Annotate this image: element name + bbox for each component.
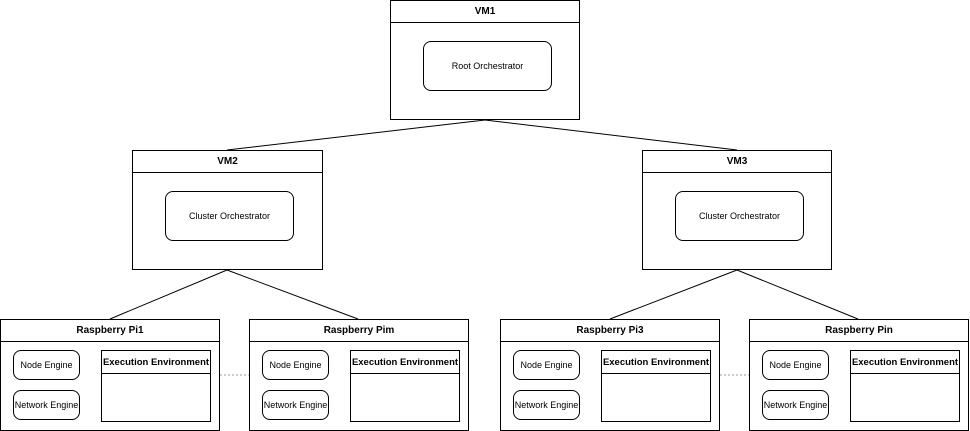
device-raspberry-pin: Raspberry Pin Node Engine Network Engine… (749, 319, 969, 431)
vm2-title: VM2 (133, 151, 322, 173)
edge-vm1-vm3 (484, 119, 738, 151)
vm3-container: VM3 Cluster Orchestrator (642, 150, 832, 270)
node-engine: Node Engine (762, 350, 829, 380)
node-engine: Node Engine (262, 350, 329, 380)
edge-vm3-pin (736, 269, 859, 320)
execution-environment: Execution Environment (850, 350, 960, 422)
vm1-title: VM1 (391, 1, 579, 23)
execution-environment: Execution Environment (101, 350, 211, 422)
vm2-container: VM2 Cluster Orchestrator (132, 150, 323, 270)
node-engine: Node Engine (13, 350, 80, 380)
device-title: Raspberry Pin (750, 320, 968, 342)
execution-environment-title: Execution Environment (602, 351, 710, 374)
device-raspberry-pi1: Raspberry Pi1 Node Engine Network Engine… (0, 319, 220, 431)
network-engine: Network Engine (13, 390, 80, 420)
execution-environment-title: Execution Environment (851, 351, 959, 374)
device-raspberry-pim: Raspberry Pim Node Engine Network Engine… (249, 319, 469, 431)
execution-environment: Execution Environment (350, 350, 460, 422)
edge-vm1-vm2 (226, 119, 486, 151)
execution-environment: Execution Environment (601, 350, 711, 422)
device-title: Raspberry Pim (250, 320, 468, 342)
network-engine: Network Engine (513, 390, 580, 420)
edge-vm2-pi1 (109, 269, 228, 320)
device-title: Raspberry Pi1 (1, 320, 219, 342)
root-orchestrator: Root Orchestrator (423, 41, 552, 91)
vm3-title: VM3 (643, 151, 831, 173)
device-title: Raspberry Pi3 (501, 320, 719, 342)
edge-vm2-pim (226, 269, 359, 320)
execution-environment-title: Execution Environment (351, 351, 459, 374)
cluster-orchestrator-vm3: Cluster Orchestrator (675, 191, 804, 241)
network-engine: Network Engine (262, 390, 329, 420)
network-engine: Network Engine (762, 390, 829, 420)
edge-vm3-pi3 (609, 269, 738, 320)
vm1-container: VM1 Root Orchestrator (390, 0, 580, 120)
execution-environment-title: Execution Environment (102, 351, 210, 374)
node-engine: Node Engine (513, 350, 580, 380)
device-raspberry-pi3: Raspberry Pi3 Node Engine Network Engine… (500, 319, 720, 431)
cluster-orchestrator-vm2: Cluster Orchestrator (165, 191, 294, 241)
